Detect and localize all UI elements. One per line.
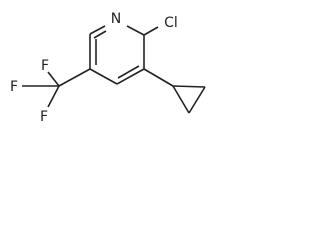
bond-cp-c (188, 86, 206, 114)
bond-c4-c5 (89, 68, 118, 85)
cyclopropyl-group (143, 68, 206, 114)
fluorine-bottom-label: F (40, 109, 48, 125)
bond-c6-n1 (89, 25, 106, 35)
bond-cp-b (172, 85, 206, 88)
chemical-structure: N Cl F F F (10, 11, 206, 125)
fluorine-top-label: F (41, 58, 49, 74)
bond-c2-cl (143, 26, 159, 36)
bond-c5-cf3 (58, 68, 91, 87)
bond-cf3-f-bottom (47, 85, 60, 108)
nitrogen-label: N (111, 11, 121, 27)
bond-n1-c2 (126, 25, 145, 36)
trifluoromethyl-group (22, 68, 91, 108)
bond-c3-c4-inner (117, 65, 140, 79)
chlorine-label: Cl (164, 15, 178, 31)
bond-cf3-f-top (47, 71, 60, 87)
pyridine-ring (89, 25, 145, 85)
bond-c3-c4 (116, 68, 145, 85)
bond-c3-cp (143, 68, 174, 87)
bond-c6-n1-inner (93, 30, 107, 39)
bond-cp-a (172, 85, 190, 114)
fluorine-left-label: F (10, 79, 18, 95)
